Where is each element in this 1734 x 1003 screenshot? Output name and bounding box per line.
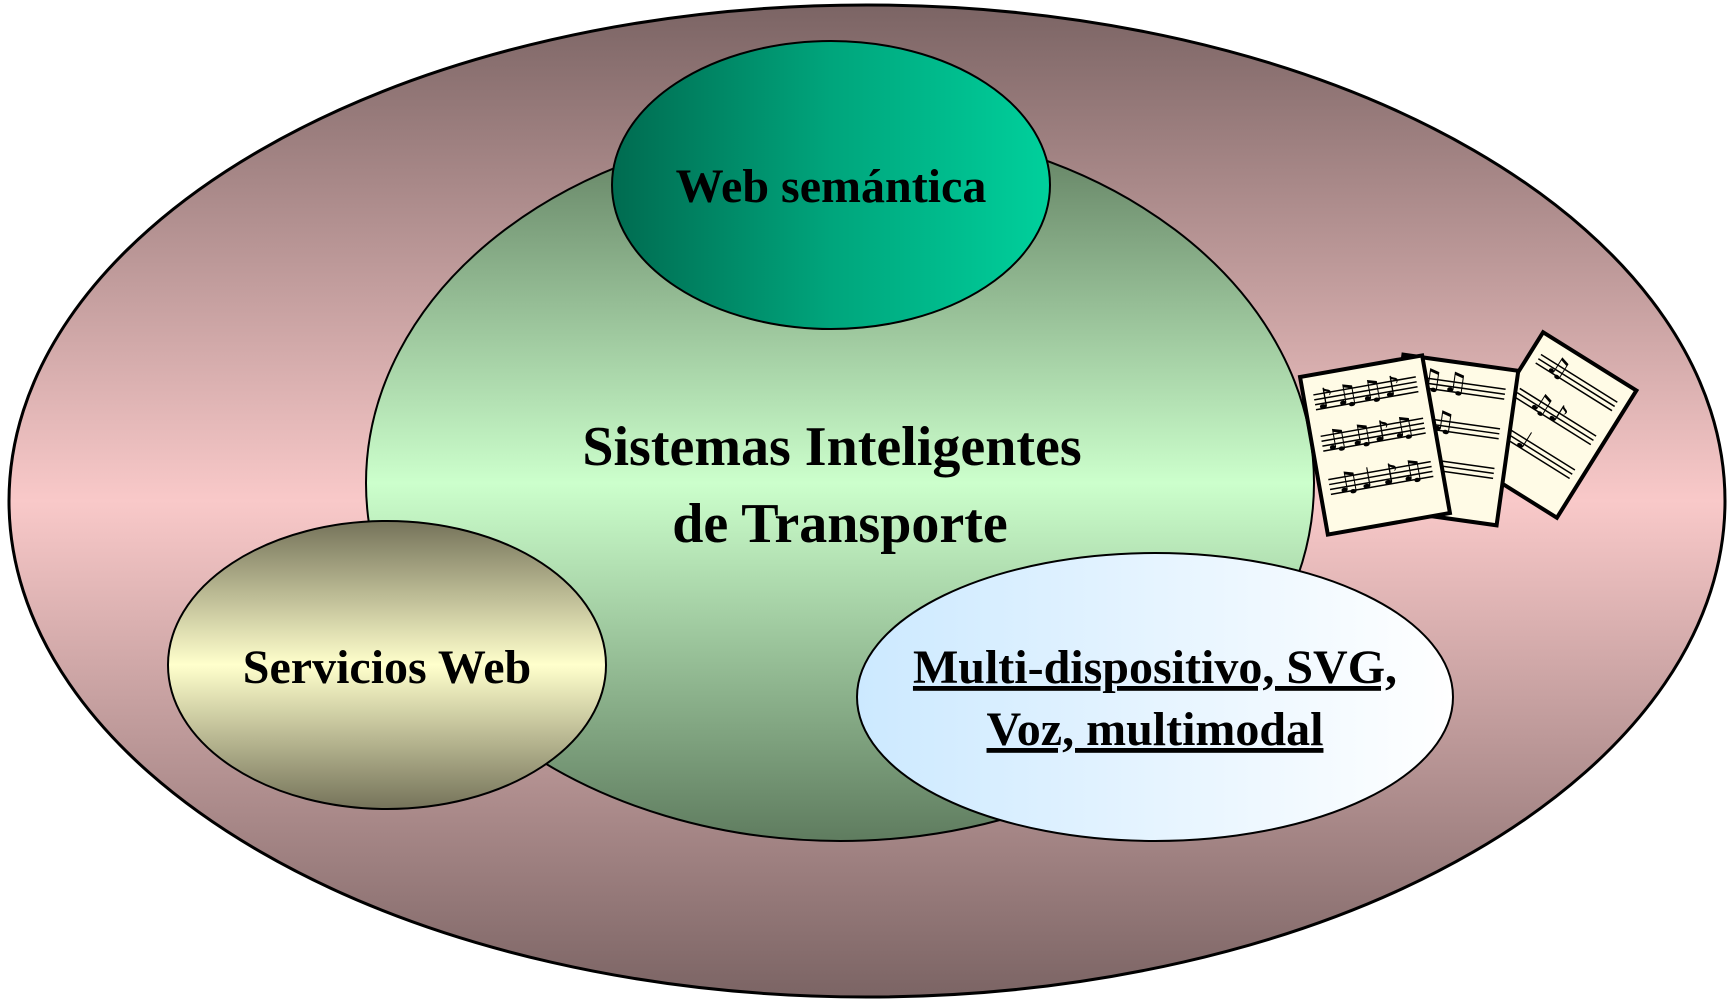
web-semantica-label: Web semántica [676,160,987,213]
multidispositivo-ellipse [856,552,1454,842]
center-label-line-2: de Transporte [672,493,1007,555]
web-semantica-ellipse [611,40,1051,330]
center-label-line-1: Sistemas Inteligentes [582,416,1081,478]
sheet-music-icon: ♫ ♫♪ ♩ ♫♫ ♪♫ ♩♪ ♪♫♫♪ ♫♫♪♫ [1297,329,1640,537]
servicios-web-label: Servicios Web [243,641,531,694]
multidispositivo-label-line-1: Multi-dispositivo, SVG, [913,641,1397,694]
multidispositivo-label-line-2: Voz, multimodal [987,703,1324,756]
servicios-web-ellipse [167,520,607,810]
